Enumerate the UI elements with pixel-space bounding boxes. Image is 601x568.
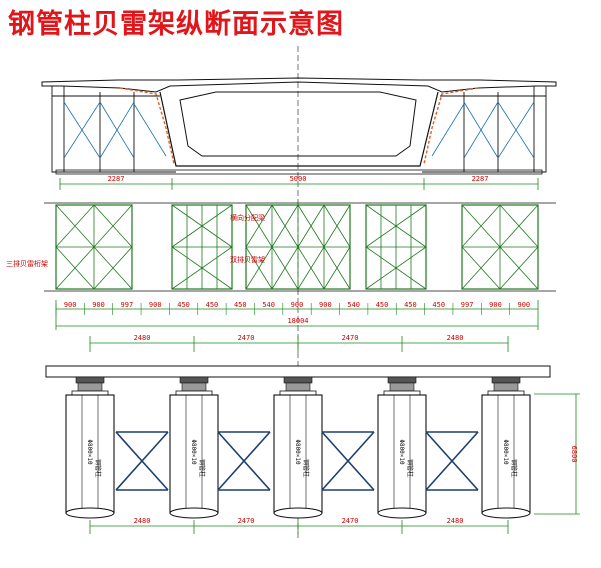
right-formwork-edge <box>423 87 479 165</box>
span-dim-3: 2470 <box>342 334 359 342</box>
span-dim-1: 2480 <box>134 334 151 342</box>
note-double-row-bailey: 双排贝雷架 <box>230 255 265 264</box>
pipe-body <box>169 394 219 514</box>
box-void <box>179 91 417 157</box>
mid-dim-label: 450 <box>177 301 190 309</box>
span-dim-4: 2480 <box>447 334 464 342</box>
column-bearing <box>283 376 313 384</box>
pipe-sub-label: 钢管柱 <box>510 459 518 477</box>
pipe-tag-label: Φ800×10 <box>398 439 405 465</box>
span-dim-2: 2470 <box>238 334 255 342</box>
pipe-tag-label: Φ800×10 <box>190 439 197 465</box>
mid-dim-label: 900 <box>64 301 77 309</box>
mid-dim-label: 540 <box>262 301 275 309</box>
mid-dim-label: 450 <box>234 301 247 309</box>
right-wing-support <box>422 86 547 173</box>
column-bearing <box>491 376 521 384</box>
bottom-dim-2: 2470 <box>238 517 255 525</box>
mid-total: 18004 <box>287 317 308 325</box>
height-dim-label: 6800 <box>570 446 578 463</box>
top-dim-right: 2287 <box>472 175 489 183</box>
pipe-sub-label: 钢管柱 <box>406 459 414 477</box>
mid-dim-label: 450 <box>404 301 417 309</box>
mid-dim-label: 900 <box>517 301 530 309</box>
distribution-beams <box>44 202 556 292</box>
span-dimension: 2480 2470 2470 2480 <box>89 334 509 352</box>
bottom-dimension: 2480 2470 2470 2480 <box>89 517 509 534</box>
bailey-truss-frames <box>55 204 539 290</box>
pipe-body <box>377 394 427 514</box>
side-label-left: 三排贝雷桁架 <box>6 259 48 268</box>
column-bearing <box>387 376 417 384</box>
distribution-girder <box>45 365 551 378</box>
diagram-title: 钢管柱贝雷架纵断面示意图 <box>8 9 344 40</box>
pipe-tag-label: Φ800×10 <box>86 439 93 465</box>
mid-dim-label: 997 <box>461 301 474 309</box>
mid-dim-label: 450 <box>206 301 219 309</box>
height-dimension: 6800 <box>534 393 580 515</box>
pipe-body <box>273 394 323 514</box>
pipe-body <box>481 394 531 514</box>
middle-dim-labels: 900 900 997 900 450 450 450 540 900 900 540 450 450 4… <box>55 301 530 315</box>
pipe-sub-label: 钢管柱 <box>302 459 310 477</box>
mid-dim-label: 900 <box>489 301 502 309</box>
mid-dim-label: 450 <box>432 301 445 309</box>
note-distribution-beam: 横向分配梁 <box>230 213 265 222</box>
middle-dimension <box>55 300 539 330</box>
deck-slab <box>41 77 557 93</box>
pipe-tag-label: Φ800×10 <box>502 439 509 465</box>
bottom-dim-4: 2480 <box>447 517 464 525</box>
bottom-dim-1: 2480 <box>134 517 151 525</box>
box-web <box>159 91 439 167</box>
top-dimension: 2287 5000 2287 <box>59 175 539 190</box>
mid-dim-label: 900 <box>319 301 332 309</box>
left-wing-bracing <box>63 101 167 159</box>
column-bearing <box>179 376 209 384</box>
pipe-sub-label: 钢管柱 <box>94 459 102 477</box>
mid-dim-label: 997 <box>121 301 134 309</box>
mid-dim-label: 540 <box>347 301 360 309</box>
top-dim-center: 5000 <box>290 175 307 183</box>
top-dim-left: 2287 <box>108 175 125 183</box>
bottom-formwork <box>55 169 543 175</box>
box-girder-section <box>41 77 557 175</box>
column-bracing <box>115 431 479 491</box>
left-wing-support <box>51 86 176 173</box>
mid-dim-label: 900 <box>291 301 304 309</box>
mid-dim-label: 900 <box>92 301 105 309</box>
pipe-tag-label: Φ800×10 <box>294 439 301 465</box>
column-bearing <box>75 376 105 384</box>
left-formwork-edge <box>119 87 175 165</box>
right-wing-bracing <box>431 101 535 159</box>
steel-pipe-columns: Φ800×10钢管柱Φ800×10钢管柱Φ800×10钢管柱Φ800×10钢管柱… <box>65 376 531 519</box>
mid-dim-label: 450 <box>376 301 389 309</box>
pipe-sub-label: 钢管柱 <box>198 459 206 477</box>
pipe-body <box>65 394 115 514</box>
bottom-dim-3: 2470 <box>342 517 359 525</box>
mid-dim-label: 900 <box>149 301 162 309</box>
